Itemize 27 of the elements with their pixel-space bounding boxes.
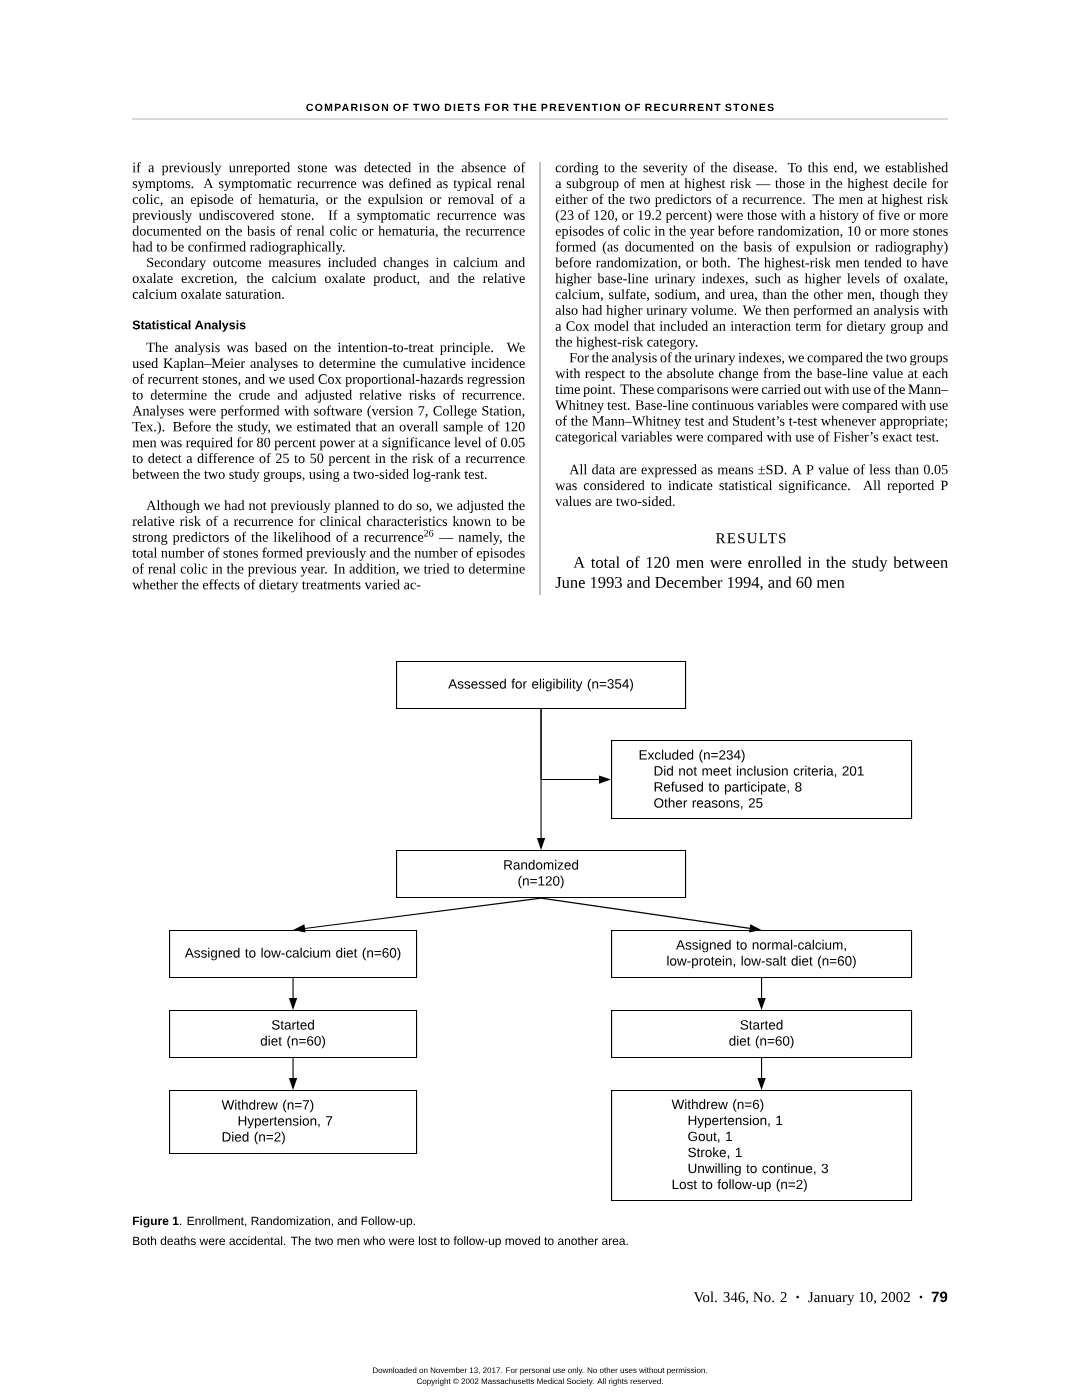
figure-caption: Figure 1. Enrollment, Randomization, and Follow-up. <box>133 1216 415 1228</box>
running-header: COMPARISON OF TWO DIETS FOR THE PREVENTION OF RECURRENT STONES <box>306 103 774 112</box>
body-paragraph: All data are expressed as means ±SD. A P value of less than 0.05 was considered to indicate statistical significance. All reported P values are two-sided. <box>555 464 948 507</box>
footer-notice: Copyright © 2002 Massachusetts Medical Society. All rights reserved. <box>416 1378 663 1386</box>
body-paragraph: if a previously unreported stone was detected in the absence of symptoms. A symptomatic recurrence was defined as typical renal colic, an episode of hematuria, or the expulsion or removal of a previously undiscovered stone. If a symptomatic recurrence was documented on the basis of renal colic or hematuria, the recurrence had to be confirmed radiographically. <box>132 162 526 255</box>
process-box: Started diet (n=60) <box>611 1010 913 1059</box>
process-box: Withdrew (n=6) Hypertension, 1 Gout, 1 Stroke, 1 Unwilling to continue, 3 Lost to follow-up (n=2) <box>611 1090 913 1202</box>
caption-note: Both deaths were accidental. The two men who were lost to follow-up moved to another area. <box>133 1236 628 1248</box>
body-paragraph: A total of 120 men were enrolled in the study between June 1993 and December 1994, and 60 men <box>555 556 948 591</box>
process-box: Started diet (n=60) <box>169 1010 418 1059</box>
journal-volume: Vol. 346, No. 2 <box>693 1291 787 1305</box>
body-paragraph: Although we had not previously planned to do so, we adjusted the relative risk of a recurrence for clinical characteristics known to be strong predictors of the likelihood of a recurrence$^{26}$ — namely, the total number of stones formed previously and the number of episodes of renal colic in the previous year. In addition, we tried to determine whether the effects of dietary treatments varied ac- <box>132 500 525 593</box>
issue-date: January 10, 2002 <box>808 1292 910 1306</box>
process-box: Withdrew (n=7) Hypertension, 7 Died (n=2) <box>169 1090 418 1155</box>
process-box: Assessed for eligibility (n=354) <box>396 661 687 710</box>
footer-notice: Downloaded on November 13, 2017. For personal use only. No other uses without permission. <box>373 1367 707 1375</box>
body-paragraph: For the analysis of the urinary indexes, we compared the two groups with respect to the absolute change from the base-line value at each time point. These comparisons were carried out with use of the Mann–Whitney test. Base-line continuous variables were compared with use of the Mann–Whitney test and Student’s t-test whenever appropriate; categorical variables were compared with use of Fisher’s exact test. <box>555 352 949 445</box>
process-box: Assigned to low-calcium diet (n=60) <box>169 930 418 979</box>
process-box: Excluded (n=234) Did not meet inclusion criteria, 201 Refused to participate, 8 Other reasons, 25 <box>611 740 913 820</box>
body-paragraph: The analysis was based on the intention-to-treat principle. We used Kaplan–Meier analyses to determine the cumulative incidence of recurrent stones, and we used Cox proportional-hazards regression to determine the crude and adjusted relative risks of recurrence. Analyses were performed with software (version 7, College Station, Tex.). Before the study, we estimated that an overall sample of 120 men was required for 80 percent power at a significance level of 0.05 to detect a difference of 25 to 50 percent in the risk of a recurrence between the two study groups, using a two-sided log-rank test. <box>132 342 525 482</box>
process-box: Randomized (n=120) <box>396 850 687 899</box>
section-heading: RESULTS <box>716 533 786 544</box>
process-box: Assigned to normal-calcium, low-protein, low-salt diet (n=60) <box>611 930 913 979</box>
body-paragraph: Secondary outcome measures included changes in calcium and oxalate excretion, the calcium oxalate product, and the relative calcium oxalate saturation. <box>132 257 526 299</box>
page-number: 79 <box>931 1291 948 1303</box>
section-heading: Statistical Analysis <box>132 320 246 332</box>
body-paragraph: cording to the severity of the disease. To this end, we established a subgroup of men at highest risk — those in the highest decile for either of the two predictors of a recurrence. The men at highest risk (23 of 120, or 19.2 percent) were those with a history of five or more episodes of colic in the year before randomization, 10 or more stones formed (as documented on the basis of expulsion or radiography) before randomization, or both. The highest-risk men tended to have higher base-line urinary indexes, such as higher levels of oxalate, calcium, sulfate, sodium, and urea, than the other men, though they also had higher urinary volume. We then performed an analysis with a Cox model that included an interaction term for dietary group and the highest-risk category. <box>555 162 949 350</box>
